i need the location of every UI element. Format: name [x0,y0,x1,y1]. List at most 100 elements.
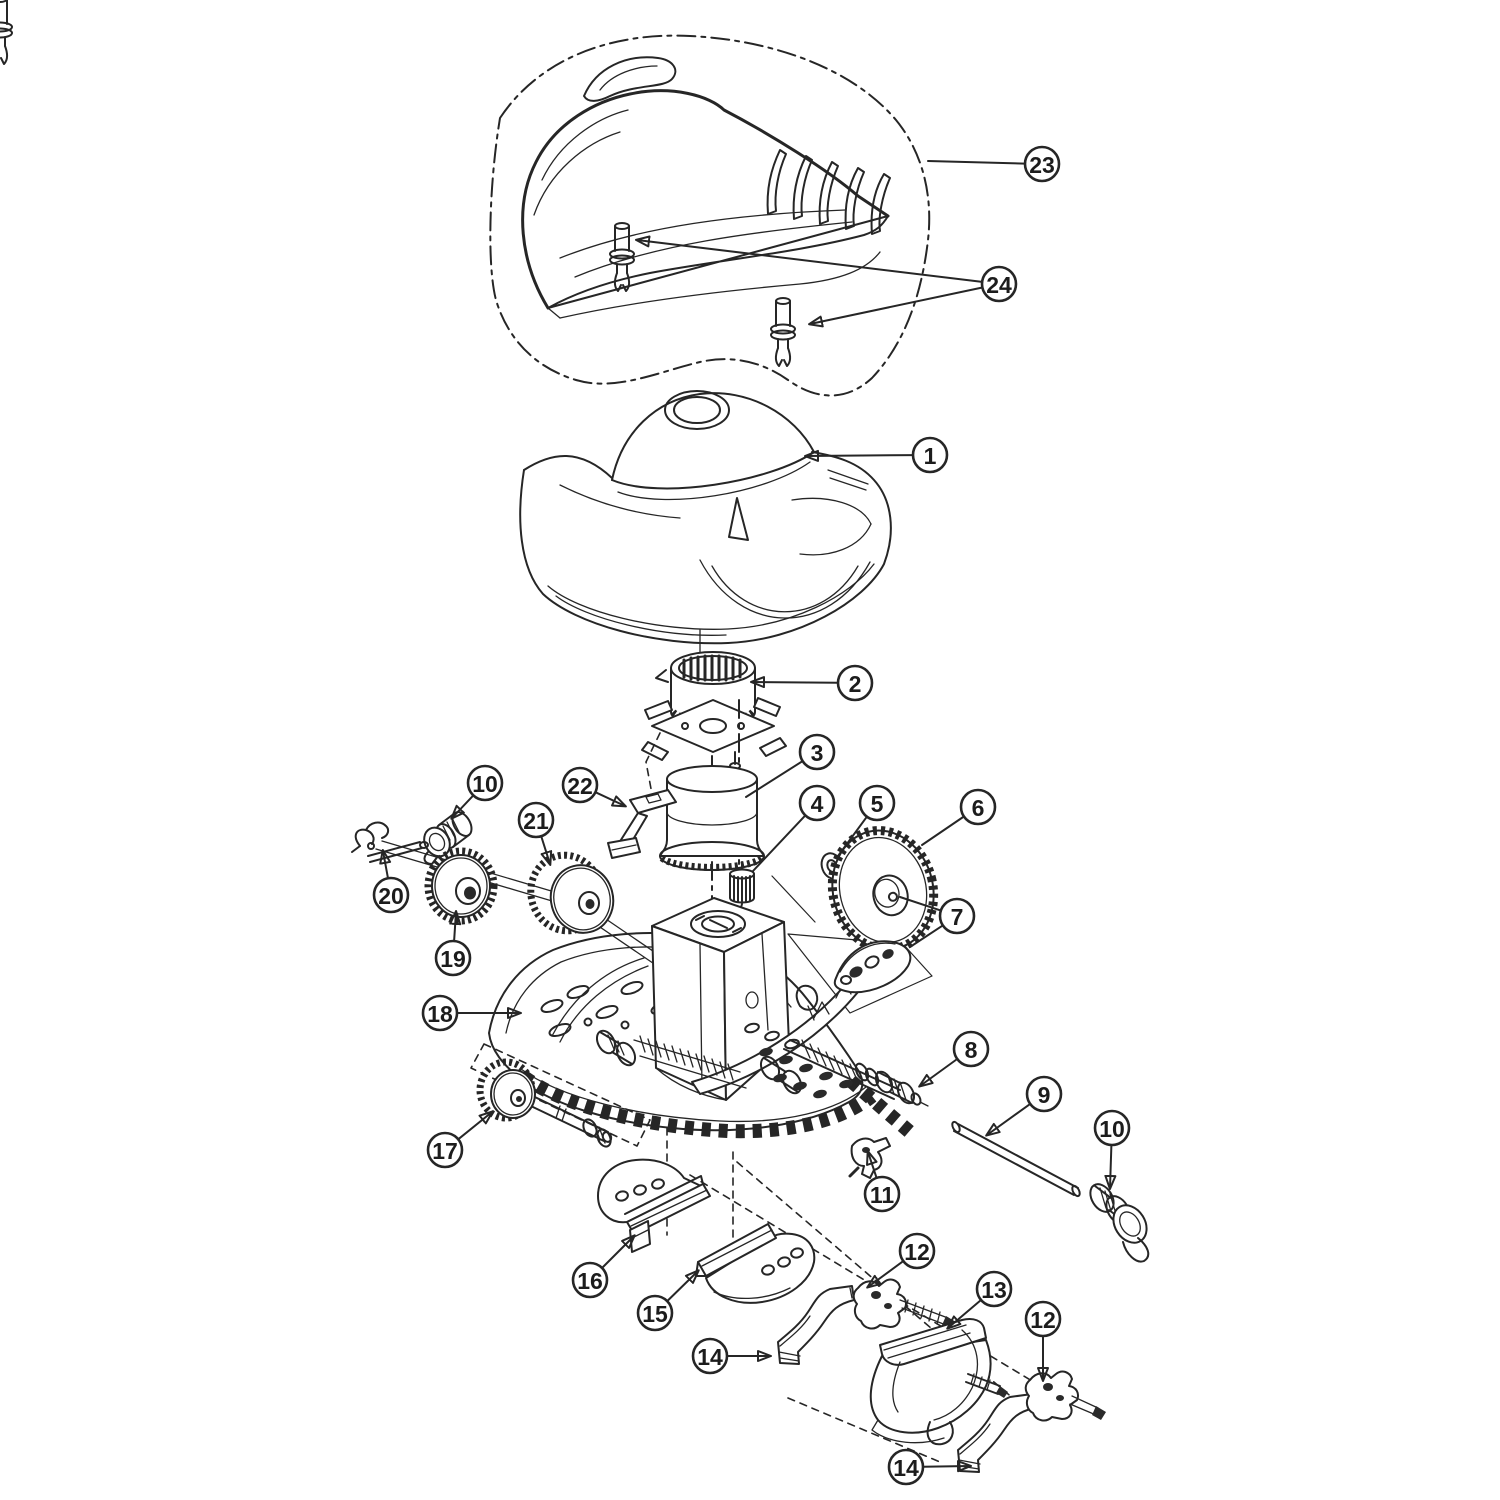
turbine-mount-plate [641,697,787,779]
callout-19-number: 19 [440,946,466,972]
callout-17-number: 17 [432,1138,458,1164]
callout-24-number: 24 [986,272,1012,298]
callout-14-number: 14 [697,1344,723,1370]
callout-3-circle [798,733,836,771]
part-6-drive-gear [827,826,939,954]
callout-20-number: 20 [378,883,404,909]
callout-9-circle [1025,1075,1063,1113]
callout-6: 6 [921,788,997,846]
callout-7-number: 7 [951,904,964,930]
callout-12-leader [866,1260,905,1289]
callout-12-circle [898,1232,936,1270]
part-22-bracket [607,789,677,859]
callout-16-leader [601,1234,636,1269]
callout-12-number: 12 [1030,1307,1056,1333]
part-14-strap [777,1285,855,1365]
callout-3-leader [745,760,804,798]
callout-7-leader [909,924,944,948]
callout-13: 13 [946,1270,1013,1330]
callout-11: 11 [863,1150,901,1213]
base-dark-holes [744,1022,853,1099]
part-16-shoe-plate [597,1158,711,1253]
cover-handle [583,56,677,102]
callout-18-circle [421,994,459,1032]
callout-22: 22 [561,766,627,808]
callout-4-leader [752,814,807,872]
callout-10: 10 [1093,1109,1131,1190]
callout-22-number: 22 [567,773,593,799]
part-7-curved-bracket [833,940,912,994]
callout-4-number: 4 [811,791,824,817]
callout-23-leader [927,160,1026,165]
callout-6-leader [921,815,965,846]
base-roller-left [595,1029,637,1067]
callout-8: 8 [918,1030,990,1088]
callout-15-number: 15 [642,1301,668,1327]
callout-10-number: 10 [1099,1116,1125,1142]
callout-1: 1 [804,436,949,474]
callout-14: 14 [887,1448,972,1486]
callout-11-circle [863,1175,901,1213]
callout-16-circle [571,1261,609,1299]
callout-11-number: 11 [870,1182,895,1208]
callout-11-leader [866,1150,878,1179]
part-12-latch-clip [852,1278,907,1330]
callout-21-circle [517,801,555,839]
callout-10: 10 [450,764,504,820]
callout-20-circle [372,876,410,914]
callout-16: 16 [571,1234,636,1299]
callout-23-circle [1023,145,1061,183]
callout-24-leader [635,235,984,283]
callout-17: 17 [426,1110,494,1169]
part-3-motor-cylinder [659,765,765,871]
callout-6-circle [959,788,997,826]
callout-23-number: 23 [1029,152,1055,178]
callout-4-circle [798,784,836,822]
callout-5-circle [858,784,896,822]
part-12-clip-arm-right [1069,1395,1106,1420]
callout-10-number: 10 [472,771,498,797]
callout-14-circle [691,1337,729,1375]
callout-13-leader [946,1299,982,1330]
part-10-knob-right [1089,1183,1150,1263]
callout-2-circle [836,664,874,702]
part-23-cover [489,34,931,397]
callout-10-leader [1104,1144,1117,1190]
callout-1-circle [911,436,949,474]
callout-8-circle [952,1030,990,1068]
callout-22-circle [561,766,599,804]
callout-4: 4 [752,784,836,872]
part-21-roller-wheel [527,851,615,935]
callout-24-circle [980,265,1018,303]
callout-14-leader [922,1460,972,1473]
callout-24-leader [808,286,984,328]
callout-3-number: 3 [811,740,824,766]
callout-10-circle [1093,1109,1131,1147]
callout-8-leader [918,1058,959,1088]
part-20-latch-pin [351,821,429,863]
callout-17-circle [426,1131,464,1169]
callout-15-leader [666,1269,700,1303]
callout-21-number: 21 [523,808,549,834]
callout-13-number: 13 [981,1277,1007,1303]
callout-12: 12 [866,1232,936,1289]
callout-2-number: 2 [849,671,862,697]
callout-10-leader [450,794,475,820]
callout-8-number: 8 [965,1037,978,1063]
part-17-roller-axle [470,1043,651,1148]
callout-1-leader [804,449,914,462]
callout-21-leader [540,835,553,866]
callout-19-circle [434,939,472,977]
callout-21: 21 [517,801,555,866]
part-4-pinion-gear [729,861,755,904]
callout-14: 14 [691,1337,772,1375]
callout-12-circle [1024,1300,1062,1338]
callout-2-leader [750,676,839,689]
callout-9: 9 [985,1075,1063,1137]
callout-3: 3 [745,733,836,798]
callout-12: 12 [1024,1300,1062,1382]
cover-vent-slots [766,149,891,235]
